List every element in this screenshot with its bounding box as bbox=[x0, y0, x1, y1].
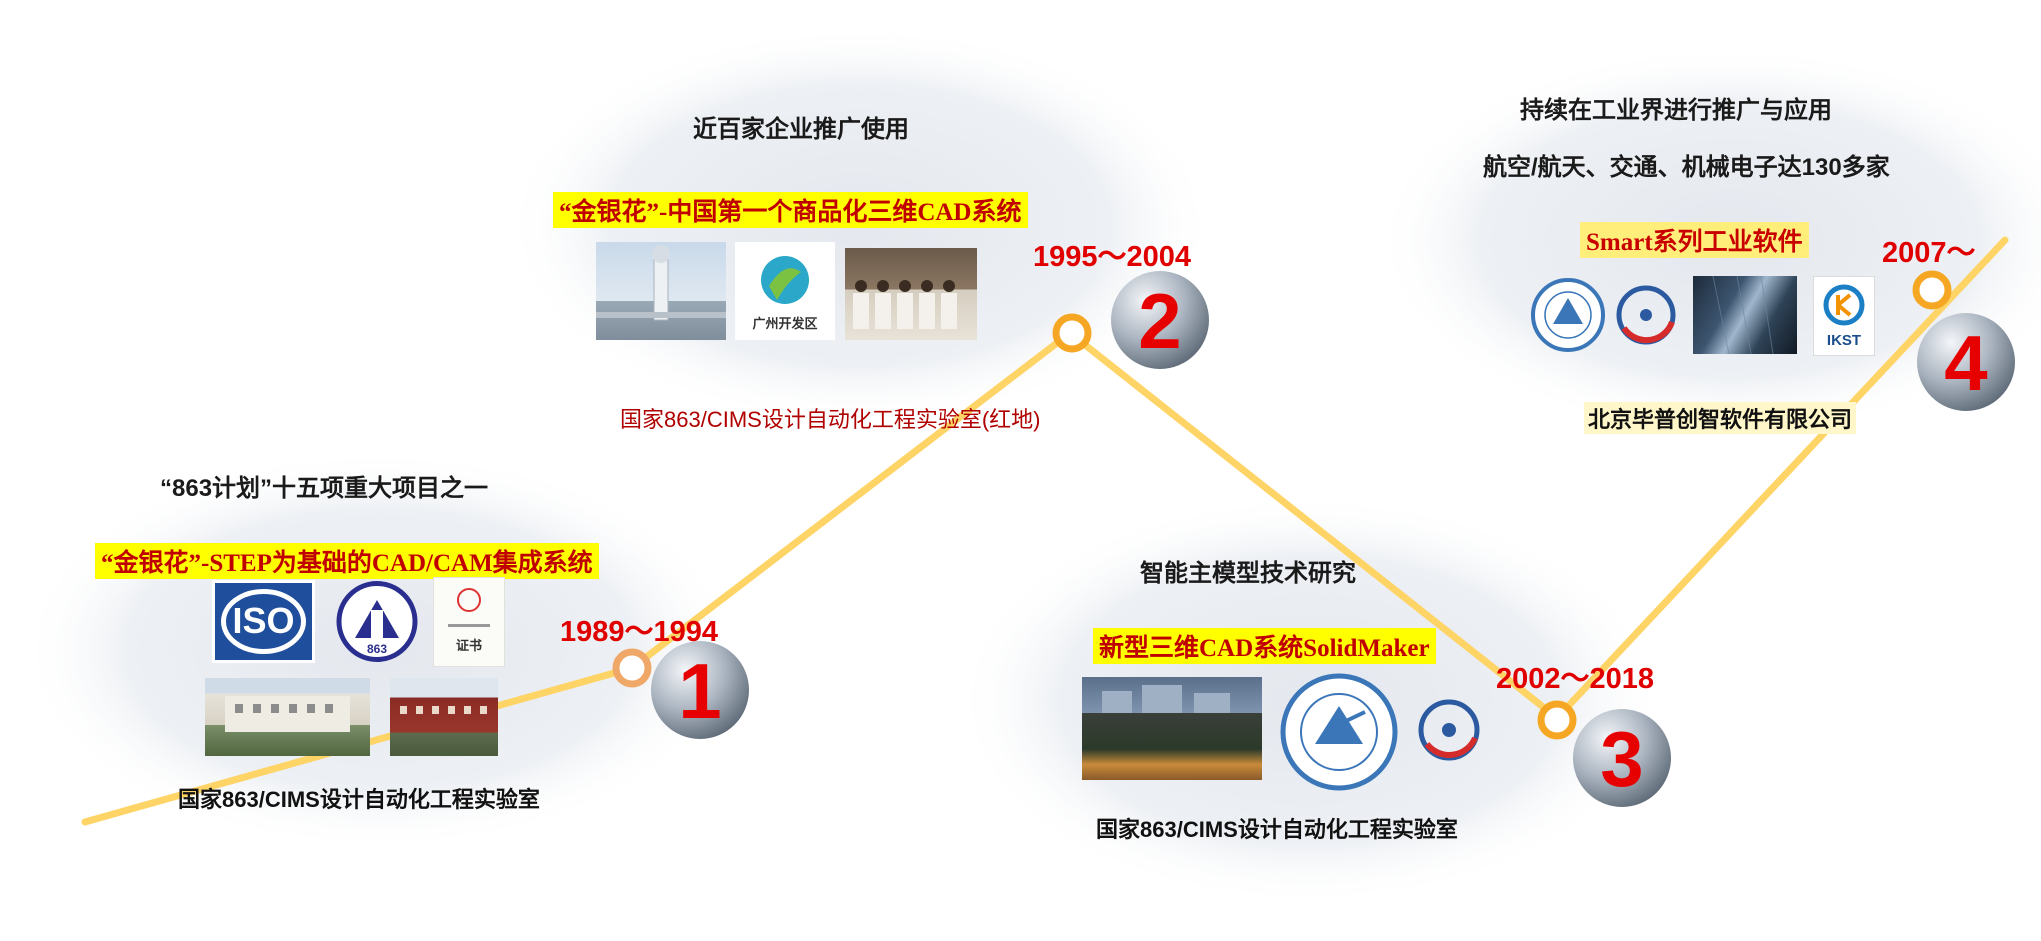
stage-3-heading: 智能主模型技术研究 bbox=[1140, 560, 1356, 587]
stage-2-banner: “金银花”-中国第一个商品化三维CAD系统 bbox=[553, 192, 1028, 228]
stage-2-period: 1995～2004 bbox=[1033, 241, 1192, 273]
milestone-4-ring bbox=[1912, 270, 1952, 310]
campus-building-photo bbox=[205, 678, 370, 756]
partner-logo bbox=[1413, 692, 1485, 768]
stage-3-ball bbox=[1573, 709, 1671, 807]
milestone-2-ring bbox=[1052, 313, 1092, 353]
ikst-logo-text: IKST bbox=[1827, 332, 1861, 349]
stage-2-number: 2 bbox=[1138, 277, 1181, 365]
htrdp-863-logo: 863 bbox=[333, 580, 421, 663]
beihang-university-seal bbox=[1275, 672, 1403, 792]
stage-1-lab: 国家863/CIMS设计自动化工程实验室 bbox=[178, 787, 540, 812]
stage-4-lab: 北京毕普创智软件有限公司 bbox=[1584, 402, 1857, 434]
stage-4-number: 4 bbox=[1944, 319, 1987, 407]
stage-4-ball bbox=[1917, 313, 2015, 411]
campus-night-photo bbox=[1082, 677, 1262, 780]
stage-1-ball bbox=[651, 641, 749, 739]
stage-3-number: 3 bbox=[1600, 715, 1643, 803]
milestone-3-ring bbox=[1537, 700, 1577, 740]
stage-1-banner: “金银花”-STEP为基础的CAD/CAM集成系统 bbox=[95, 543, 599, 579]
stage-4-period: 2007～ bbox=[1882, 237, 1976, 269]
stage-3-period: 2002～2018 bbox=[1496, 663, 1655, 695]
stage-2-heading: 近百家企业推广使用 bbox=[693, 116, 909, 143]
stage-1-period: 1989～1994 bbox=[560, 616, 719, 648]
office-tower-photo bbox=[1693, 276, 1797, 354]
stage-2-ball bbox=[1111, 271, 1209, 369]
certificate-text: 证书 bbox=[456, 638, 482, 654]
partner-logo bbox=[1612, 278, 1680, 352]
stage-2-lab: 国家863/CIMS设计自动化工程实验室(红地) bbox=[620, 407, 1041, 432]
beihang-university-seal bbox=[1528, 276, 1608, 354]
stage-4-heading: 持续在工业界进行推广与应用 bbox=[1520, 97, 1832, 124]
monument-photo bbox=[596, 242, 726, 340]
stage-3-banner: 新型三维CAD系统SolidMaker bbox=[1093, 628, 1436, 664]
stage-1-heading: “863计划”十五项重大项目之一 bbox=[160, 475, 489, 502]
gz-logo-text: 广州开发区 bbox=[752, 316, 817, 332]
stage-1-number: 1 bbox=[678, 647, 721, 735]
stage-4-banner: Smart系列工业软件 bbox=[1580, 222, 1809, 258]
ikst-logo: IKST bbox=[1813, 276, 1875, 356]
iso-logo: ISO bbox=[212, 580, 315, 663]
guangzhou-development-district-logo: 广州开发区 bbox=[735, 242, 835, 340]
milestone-1-ring bbox=[612, 648, 652, 688]
lab-building-photo bbox=[390, 678, 498, 756]
stage-3-lab: 国家863/CIMS设计自动化工程实验室 bbox=[1096, 817, 1458, 842]
iso-logo-text: ISO bbox=[232, 600, 294, 641]
stage-4-heading-2: 航空/航天、交通、机械电子达130多家 bbox=[1483, 154, 1890, 181]
award-certificate: 证书 bbox=[433, 577, 505, 667]
team-photo bbox=[845, 248, 977, 340]
htrdp-863-text: 863 bbox=[367, 642, 387, 656]
